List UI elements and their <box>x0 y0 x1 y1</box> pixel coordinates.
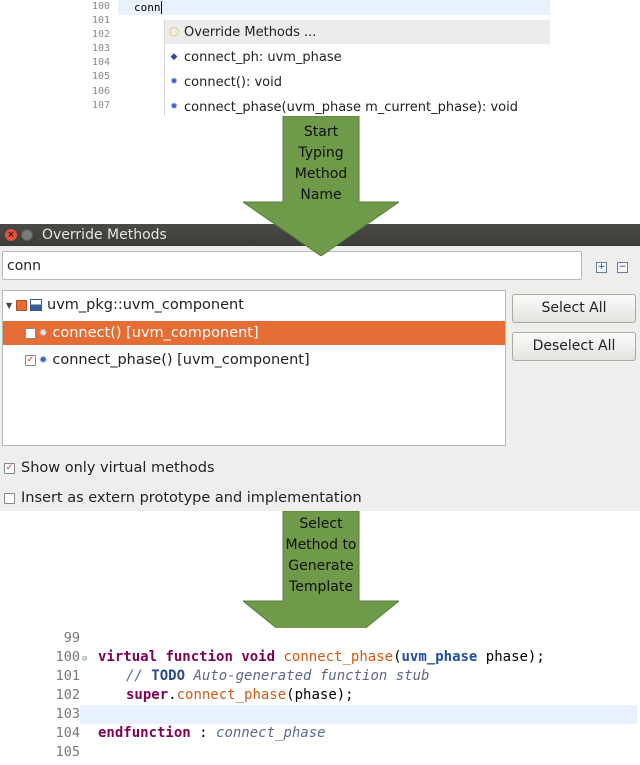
override-methods-dialog: × Override Methods + − ▼ uvm_pkg::uvm_co… <box>0 224 640 511</box>
tree-root-label: uvm_pkg::uvm_component <box>47 297 244 313</box>
type-name: uvm_phase <box>401 649 478 665</box>
code-line-101: // TODO Auto-generated function stub <box>126 668 429 684</box>
bottom-code-editor[interactable]: 99 100 ⊖ 101 102 103 104 105 virtual fun… <box>40 628 640 765</box>
expand-triangle-icon[interactable]: ▼ <box>6 300 13 310</box>
connect-checkbox[interactable] <box>25 327 36 339</box>
line-number-gutter: 100 101 102 103 104 105 106 107 <box>88 0 118 116</box>
deselect-all-button[interactable]: Deselect All <box>512 332 636 361</box>
line-number: 101 <box>92 15 111 26</box>
caption-line: Generate <box>288 558 354 574</box>
method-gear-icon: ✹ <box>39 327 48 339</box>
line-number: 103 <box>55 706 80 722</box>
code-text: phase); <box>477 649 545 665</box>
insert-extern-checkbox[interactable] <box>4 492 15 504</box>
current-line-highlight <box>80 705 637 724</box>
proposal-override-methods[interactable]: ◯ Override Methods ... <box>165 20 550 44</box>
proposal-label: Override Methods ... <box>184 24 317 40</box>
root-checkbox[interactable] <box>16 299 27 311</box>
show-only-virtual-checkbox[interactable]: ✓ <box>4 462 15 474</box>
content-assist-popup[interactable]: ◯ Override Methods ... ◆ connect_ph: uvm… <box>164 19 550 116</box>
keyword: function <box>165 649 233 665</box>
caption-line: Start <box>303 124 339 140</box>
function-name: connect_phase <box>176 687 287 703</box>
proposal-connect[interactable]: ✹ connect(): void <box>165 70 550 94</box>
tree-row-connect-phase[interactable]: ✓ ✹ connect_phase() [uvm_component] <box>3 348 505 372</box>
line-number: 100 <box>55 649 80 665</box>
proposal-label: connect(): void <box>184 74 282 90</box>
tree-row-connect[interactable]: ✹ connect() [uvm_component] <box>3 321 505 345</box>
fold-collapse-icon[interactable]: ⊖ <box>82 654 88 664</box>
caption-line: Name <box>300 187 342 203</box>
collapse-all-icon[interactable]: − <box>617 262 628 273</box>
line-number: 102 <box>55 687 80 703</box>
insert-extern-option[interactable]: Insert as extern prototype and implement… <box>4 488 362 508</box>
keyword: endfunction <box>98 725 191 741</box>
keyword: super <box>126 687 169 703</box>
tree-row-root[interactable]: ▼ uvm_pkg::uvm_component <box>3 293 505 317</box>
code-text: : <box>190 725 217 741</box>
caption-line: Typing <box>298 145 344 161</box>
option-label: Show only virtual methods <box>21 460 215 476</box>
method-diamond-icon: ◆ <box>170 52 178 62</box>
code-line-100: virtual function void connect_phase(uvm_… <box>98 649 545 665</box>
option-label: Insert as extern prototype and implement… <box>21 490 362 506</box>
code-text: (phase); <box>286 687 354 703</box>
comment: Auto-generated function stub <box>185 668 430 684</box>
dialog-title: Override Methods <box>42 227 167 243</box>
arrow-shape <box>243 116 399 256</box>
caption-line: Template <box>289 579 353 595</box>
line-number: 105 <box>55 744 80 760</box>
tree-item-label: connect() [uvm_component] <box>52 325 259 341</box>
methods-tree[interactable]: ▼ uvm_pkg::uvm_component ✹ connect() [uv… <box>2 290 506 446</box>
show-only-virtual-option[interactable]: ✓ Show only virtual methods <box>4 458 215 478</box>
comment: connect_phase <box>216 725 326 741</box>
filter-input[interactable] <box>2 251 582 280</box>
code-text: ( <box>393 649 402 665</box>
line-number: 100 <box>92 1 111 12</box>
line-number: 102 <box>92 29 111 40</box>
proposal-label: connect_ph: uvm_phase <box>184 49 342 65</box>
caption-line: Method to <box>285 537 357 553</box>
text-caret <box>161 1 162 14</box>
down-arrow-start-typing <box>243 116 399 256</box>
line-number: 105 <box>92 71 111 82</box>
proposal-connect-ph[interactable]: ◆ connect_ph: uvm_phase <box>165 45 550 69</box>
arrow-caption-select-method: Select Method to Generate Template <box>279 514 363 598</box>
line-number: 101 <box>55 668 80 684</box>
caption-line: Select <box>299 516 343 532</box>
code-line-102: super.connect_phase(phase); <box>126 687 354 703</box>
select-all-button[interactable]: Select All <box>512 294 636 323</box>
class-icon <box>30 299 42 311</box>
comment: // <box>126 668 152 684</box>
todo-tag: TODO <box>151 668 186 684</box>
line-number: 104 <box>92 57 111 68</box>
arrow-caption-start-typing: Start Typing Method Name <box>283 122 359 206</box>
line-number: 104 <box>55 725 80 741</box>
method-gear-icon: ✹ <box>39 354 48 366</box>
keyword: void <box>241 649 276 665</box>
line-number: 103 <box>92 43 111 54</box>
line-number: 99 <box>63 630 80 646</box>
current-line-highlight <box>118 0 550 15</box>
minimize-icon[interactable] <box>21 229 33 241</box>
code-line-104: endfunction : connect_phase <box>98 725 326 741</box>
connect-phase-checkbox[interactable]: ✓ <box>25 354 36 366</box>
close-icon[interactable]: × <box>5 229 17 241</box>
tree-item-label: connect_phase() [uvm_component] <box>52 352 310 368</box>
line-number: 107 <box>92 100 111 111</box>
proposal-label: connect_phase(uvm_phase m_current_phase)… <box>184 99 518 115</box>
line-number: 106 <box>92 86 111 97</box>
method-gear-icon: ✹ <box>170 102 178 112</box>
method-gear-icon: ✹ <box>170 77 178 87</box>
proposal-connect-phase[interactable]: ✹ connect_phase(uvm_phase m_current_phas… <box>165 95 550 119</box>
caption-line: Method <box>294 166 348 182</box>
keyword: virtual <box>98 649 158 665</box>
code-text: . <box>168 687 177 703</box>
function-name: connect_phase <box>283 649 394 665</box>
typed-text[interactable]: conn <box>134 1 161 14</box>
lightbulb-icon: ◯ <box>168 27 180 37</box>
expand-all-icon[interactable]: + <box>596 262 607 273</box>
